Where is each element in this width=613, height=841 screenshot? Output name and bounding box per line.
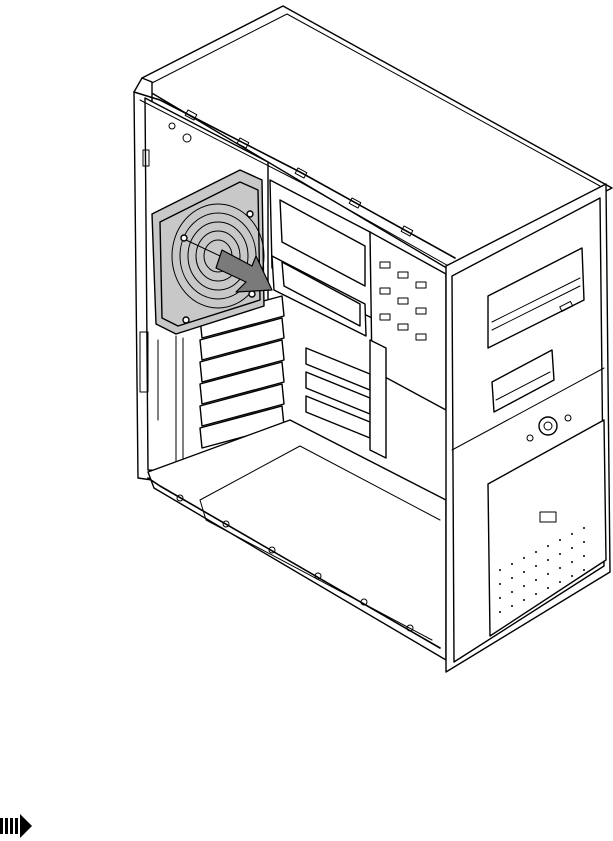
front-bezel [446, 184, 610, 672]
chassis-floor [148, 420, 446, 660]
chassis-illustration [0, 0, 613, 700]
continue-arrow-icon[interactable] [0, 814, 40, 838]
